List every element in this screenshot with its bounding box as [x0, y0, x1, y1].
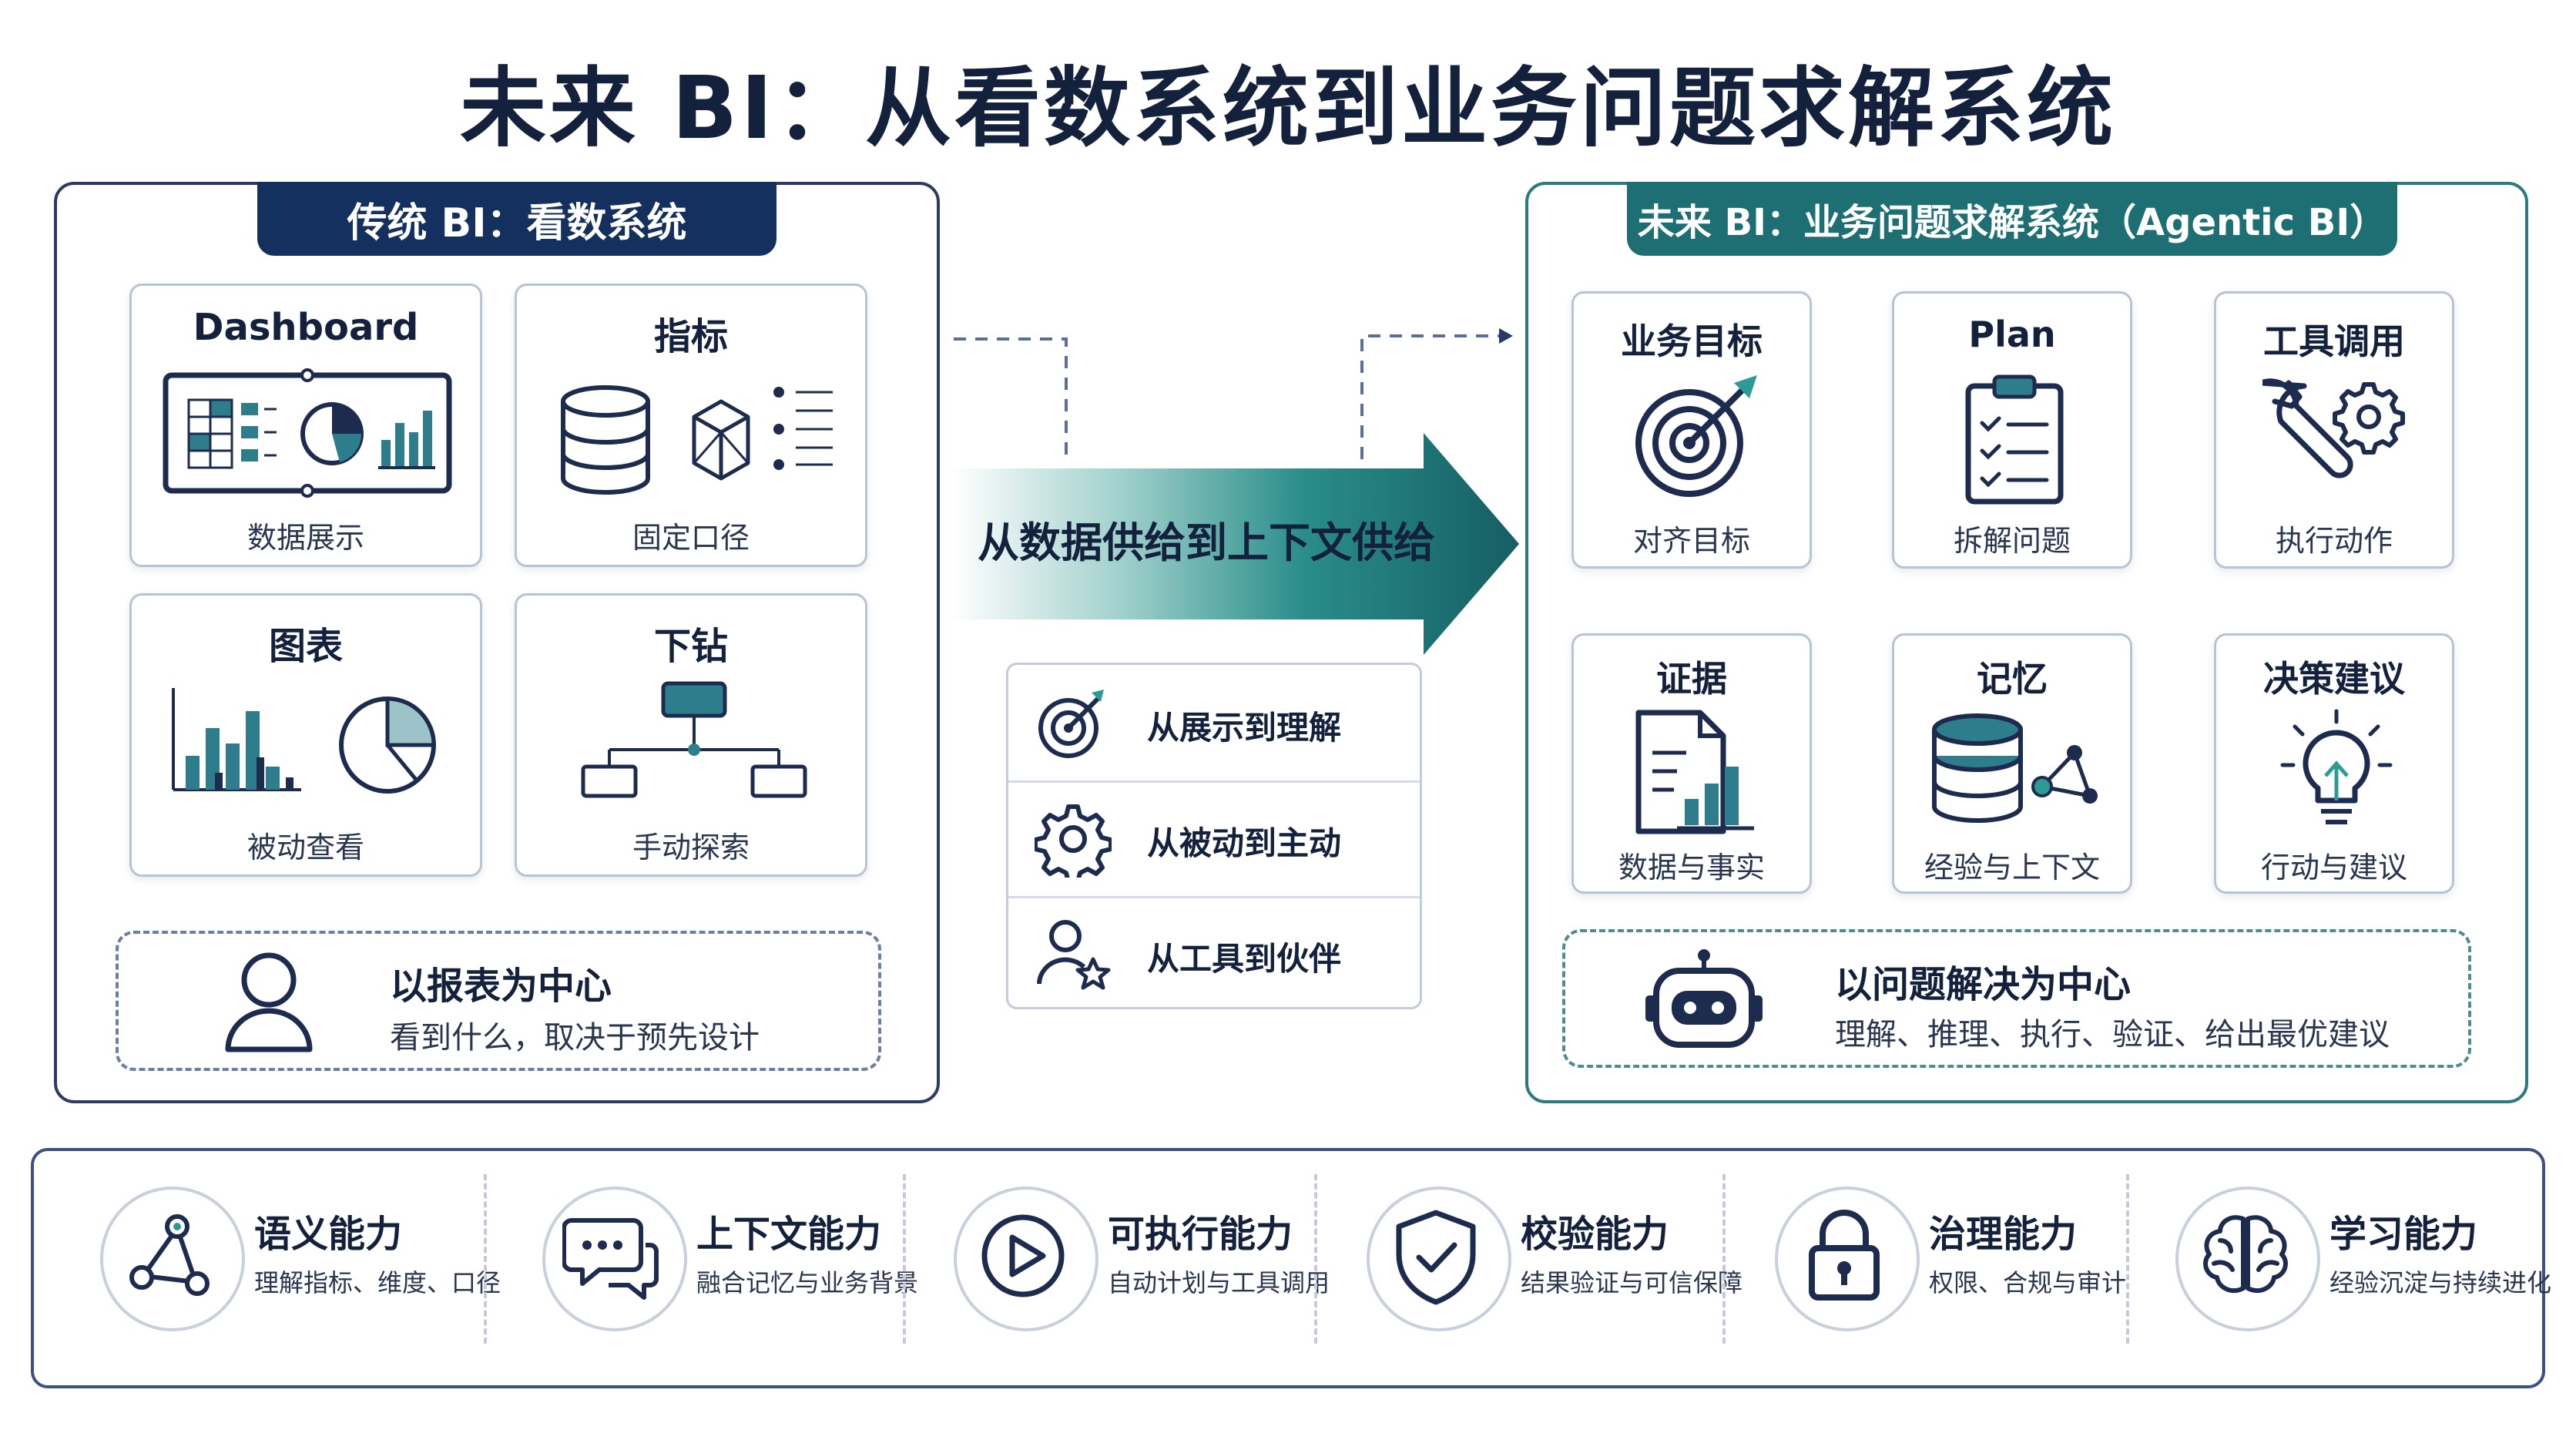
list-item-label: 从展示到理解	[1147, 709, 1342, 747]
target-icon	[1635, 375, 1757, 497]
card-drilldown: 下钻 手动探索	[515, 593, 867, 877]
arrow-label: 从数据供给到上下文供给	[978, 519, 1435, 567]
card-memory: 记忆 经验与上下文	[1892, 633, 2132, 894]
report-center-box: 以报表为中心 看到什么，取决于预先设计	[116, 931, 881, 1071]
shield-check-icon	[1396, 1210, 1476, 1305]
card-caption: 被动查看	[247, 831, 364, 864]
card-caption: 拆解问题	[1953, 524, 2071, 558]
card-caption: 手动探索	[632, 831, 750, 864]
list-item: 从展示到理解	[1008, 665, 1420, 780]
gear-icon	[1035, 804, 1112, 878]
card-caption: 行动与建议	[2260, 851, 2407, 884]
card-caption: 固定口径	[632, 521, 750, 555]
capability-item: 校验能力 结果验证与可信保障	[1336, 1171, 1742, 1371]
list-item-label: 从工具到伙伴	[1147, 940, 1342, 978]
problem-center-box: 以问题解决为中心 理解、推理、执行、验证、给出最优建议	[1562, 929, 2471, 1068]
card-caption: 经验与上下文	[1924, 851, 2100, 884]
report-center-desc: 看到什么，取决于预先设计	[390, 1020, 760, 1056]
card-title: 工具调用	[2263, 321, 2405, 362]
capability-desc: 结果验证与可信保障	[1521, 1268, 1743, 1297]
card-title: 下钻	[653, 625, 728, 668]
card-caption: 数据展示	[247, 521, 364, 555]
list-item: 从被动到主动	[1008, 780, 1420, 896]
card-plan: Plan 拆解问题	[1892, 291, 2132, 569]
capability-item: 可执行能力 自动计划与工具调用	[923, 1171, 1330, 1371]
lightbulb-icon	[2280, 709, 2393, 824]
capability-item: 治理能力 权限、合规与审计	[1744, 1171, 2145, 1371]
brain-icon	[2203, 1215, 2288, 1294]
card-evidence: 证据 数据与事实	[1571, 633, 1812, 894]
traditional-bi-label: 传统 BI：看数系统	[257, 182, 776, 256]
wrench-gear-icon	[2262, 378, 2405, 478]
problem-center-desc: 理解、推理、执行、验证、给出最优建议	[1835, 1017, 2390, 1052]
hierarchy-icon	[581, 681, 807, 798]
user-icon	[225, 952, 313, 1052]
database-cube-icon	[561, 385, 833, 495]
capability-desc: 自动计划与工具调用	[1108, 1268, 1330, 1297]
dashboard-icon	[163, 368, 452, 498]
shift-list: 从展示到理解 从被动到主动 从工具到伙伴	[1006, 663, 1422, 1009]
chat-bubbles-icon	[562, 1218, 659, 1300]
capability-item: 学习能力 经验沉淀与持续进化	[2145, 1171, 2551, 1371]
card-title: 图表	[268, 625, 343, 668]
card-title: Dashboard	[193, 306, 419, 349]
card-title: 决策建议	[2263, 658, 2405, 700]
play-icon	[981, 1214, 1065, 1297]
capability-name: 治理能力	[1929, 1213, 2078, 1256]
capability-item: 上下文能力 融合记忆与业务背景	[512, 1171, 918, 1371]
capability-item: 语义能力 理解指标、维度、口径	[69, 1171, 501, 1371]
capability-name: 校验能力	[1521, 1213, 1669, 1256]
capability-desc: 权限、合规与审计	[1929, 1268, 2127, 1297]
card-title: 业务目标	[1621, 321, 1763, 362]
robot-icon	[1645, 949, 1763, 1048]
capability-desc: 经验沉淀与持续进化	[2329, 1268, 2552, 1297]
document-chart-icon	[1635, 710, 1754, 834]
user-star-icon	[1037, 920, 1111, 990]
card-charts: 图表 被动查看	[129, 593, 482, 877]
card-dashboard: Dashboard 数据展示	[129, 284, 482, 567]
card-metrics: 指标 固定口径	[515, 284, 867, 567]
card-title: 证据	[1656, 658, 1727, 700]
report-center-title: 以报表为中心	[390, 965, 612, 1008]
database-network-icon	[1932, 713, 2098, 823]
card-caption: 执行动作	[2275, 524, 2393, 558]
capability-name: 上下文能力	[696, 1213, 882, 1256]
card-caption: 数据与事实	[1618, 851, 1765, 884]
agentic-bi-label: 未来 BI：业务问题求解系统（Agentic BI）	[1627, 182, 2397, 256]
capability-name: 可执行能力	[1108, 1213, 1293, 1256]
capability-bar: 语义能力 理解指标、维度、口径 上下文能力 融合记忆与业务背景 可执行能力 自动…	[31, 1148, 2551, 1388]
clipboard-checklist-icon	[1965, 374, 2064, 505]
card-title: Plan	[1968, 314, 2056, 355]
transition-arrow	[952, 433, 1519, 655]
bar-pie-chart-icon	[172, 688, 436, 794]
capability-desc: 融合记忆与业务背景	[696, 1268, 919, 1297]
capability-name: 学习能力	[2329, 1213, 2478, 1256]
list-item-label: 从被动到主动	[1147, 824, 1342, 862]
capability-name: 语义能力	[254, 1213, 403, 1256]
card-title: 记忆	[1977, 658, 2048, 700]
list-item: 从工具到伙伴	[1008, 896, 1420, 1012]
target-icon	[1038, 690, 1104, 758]
page-title: 未来 BI：从看数系统到业务问题求解系统	[459, 59, 2117, 159]
card-business-goal: 业务目标 对齐目标	[1571, 291, 1812, 569]
card-title: 指标	[653, 315, 728, 358]
capability-desc: 理解指标、维度、口径	[254, 1268, 501, 1297]
card-decision: 决策建议 行动与建议	[2214, 633, 2454, 894]
lock-icon	[1809, 1210, 1880, 1301]
problem-center-title: 以问题解决为中心	[1835, 963, 2132, 1006]
card-caption: 对齐目标	[1632, 524, 1750, 558]
card-tool-call: 工具调用 执行动作	[2214, 291, 2454, 569]
graph-nodes-icon	[129, 1214, 210, 1296]
